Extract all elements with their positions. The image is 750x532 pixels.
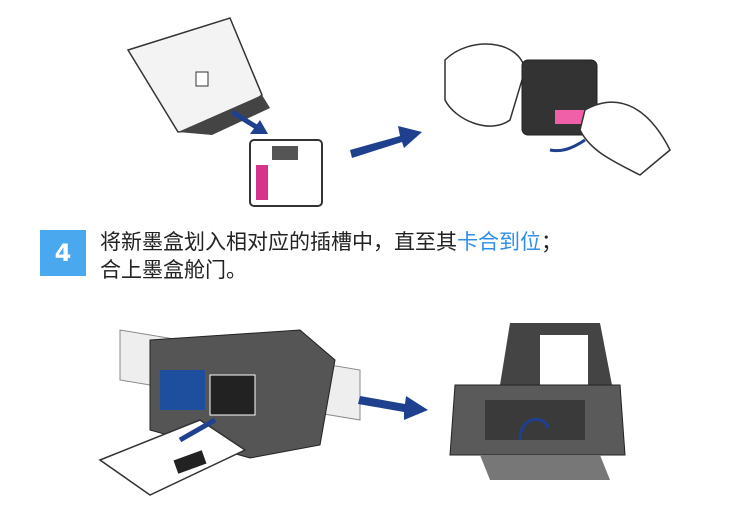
arrow-icon xyxy=(250,120,268,134)
ink-cartridge-illustration xyxy=(249,139,323,207)
step-instruction: 将新墨盒划入相对应的插槽中，直至其卡合到位； 合上墨盒舱门。 xyxy=(100,228,562,284)
carriage-illustration xyxy=(98,329,361,496)
instruction-punctuation: ； xyxy=(541,230,562,254)
printer-illustration xyxy=(449,323,626,480)
arrow-right-icon xyxy=(350,126,422,158)
arrow-right-icon xyxy=(358,396,428,420)
instruction-text: 将新墨盒划入相对应的插槽中，直至其 xyxy=(100,230,457,254)
remove-tape-illustration xyxy=(444,43,671,176)
step-number-badge: 4 xyxy=(40,230,86,276)
instruction-line-1: 将新墨盒划入相对应的插槽中，直至其卡合到位； xyxy=(100,228,562,256)
instruction-line-2: 合上墨盒舱门。 xyxy=(100,258,247,282)
ink-package-illustration xyxy=(126,17,270,135)
instruction-highlight: 卡合到位 xyxy=(457,230,541,254)
arrow-icon xyxy=(230,109,260,131)
